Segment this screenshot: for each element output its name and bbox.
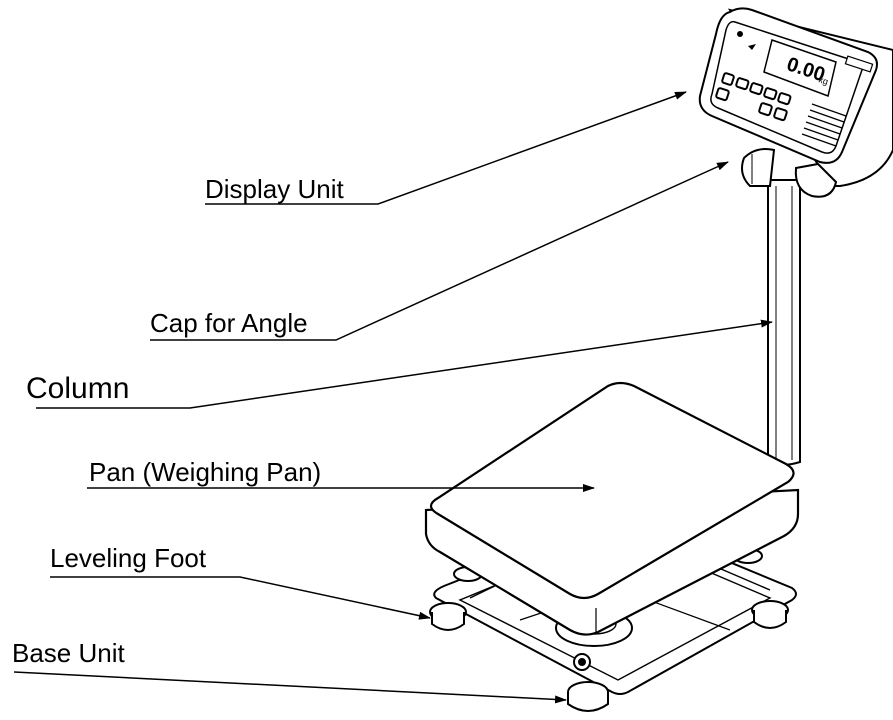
display-unit-drawing: 0.00 kg [698, 7, 893, 187]
column-drawing [767, 179, 801, 466]
column-label: Column [26, 372, 130, 405]
cap-for-angle-leader [150, 161, 729, 341]
angle-cap-drawing [741, 148, 838, 198]
base-unit-leader [13, 671, 567, 704]
display-unit-leader [205, 91, 687, 205]
svg-text:kg: kg [817, 74, 829, 86]
leveling-foot-label: Leveling Foot [50, 543, 207, 573]
leveling-foot-leader [50, 576, 431, 620]
pan-label: Pan (Weighing Pan) [89, 457, 322, 487]
weighing-pan-drawing [424, 381, 800, 636]
cap-for-angle-label: Cap for Angle [150, 308, 308, 338]
leader-lines [13, 91, 773, 704]
display-unit-label: Display Unit [205, 174, 344, 204]
column-leader [36, 319, 773, 409]
base-unit-label: Base Unit [12, 638, 125, 668]
